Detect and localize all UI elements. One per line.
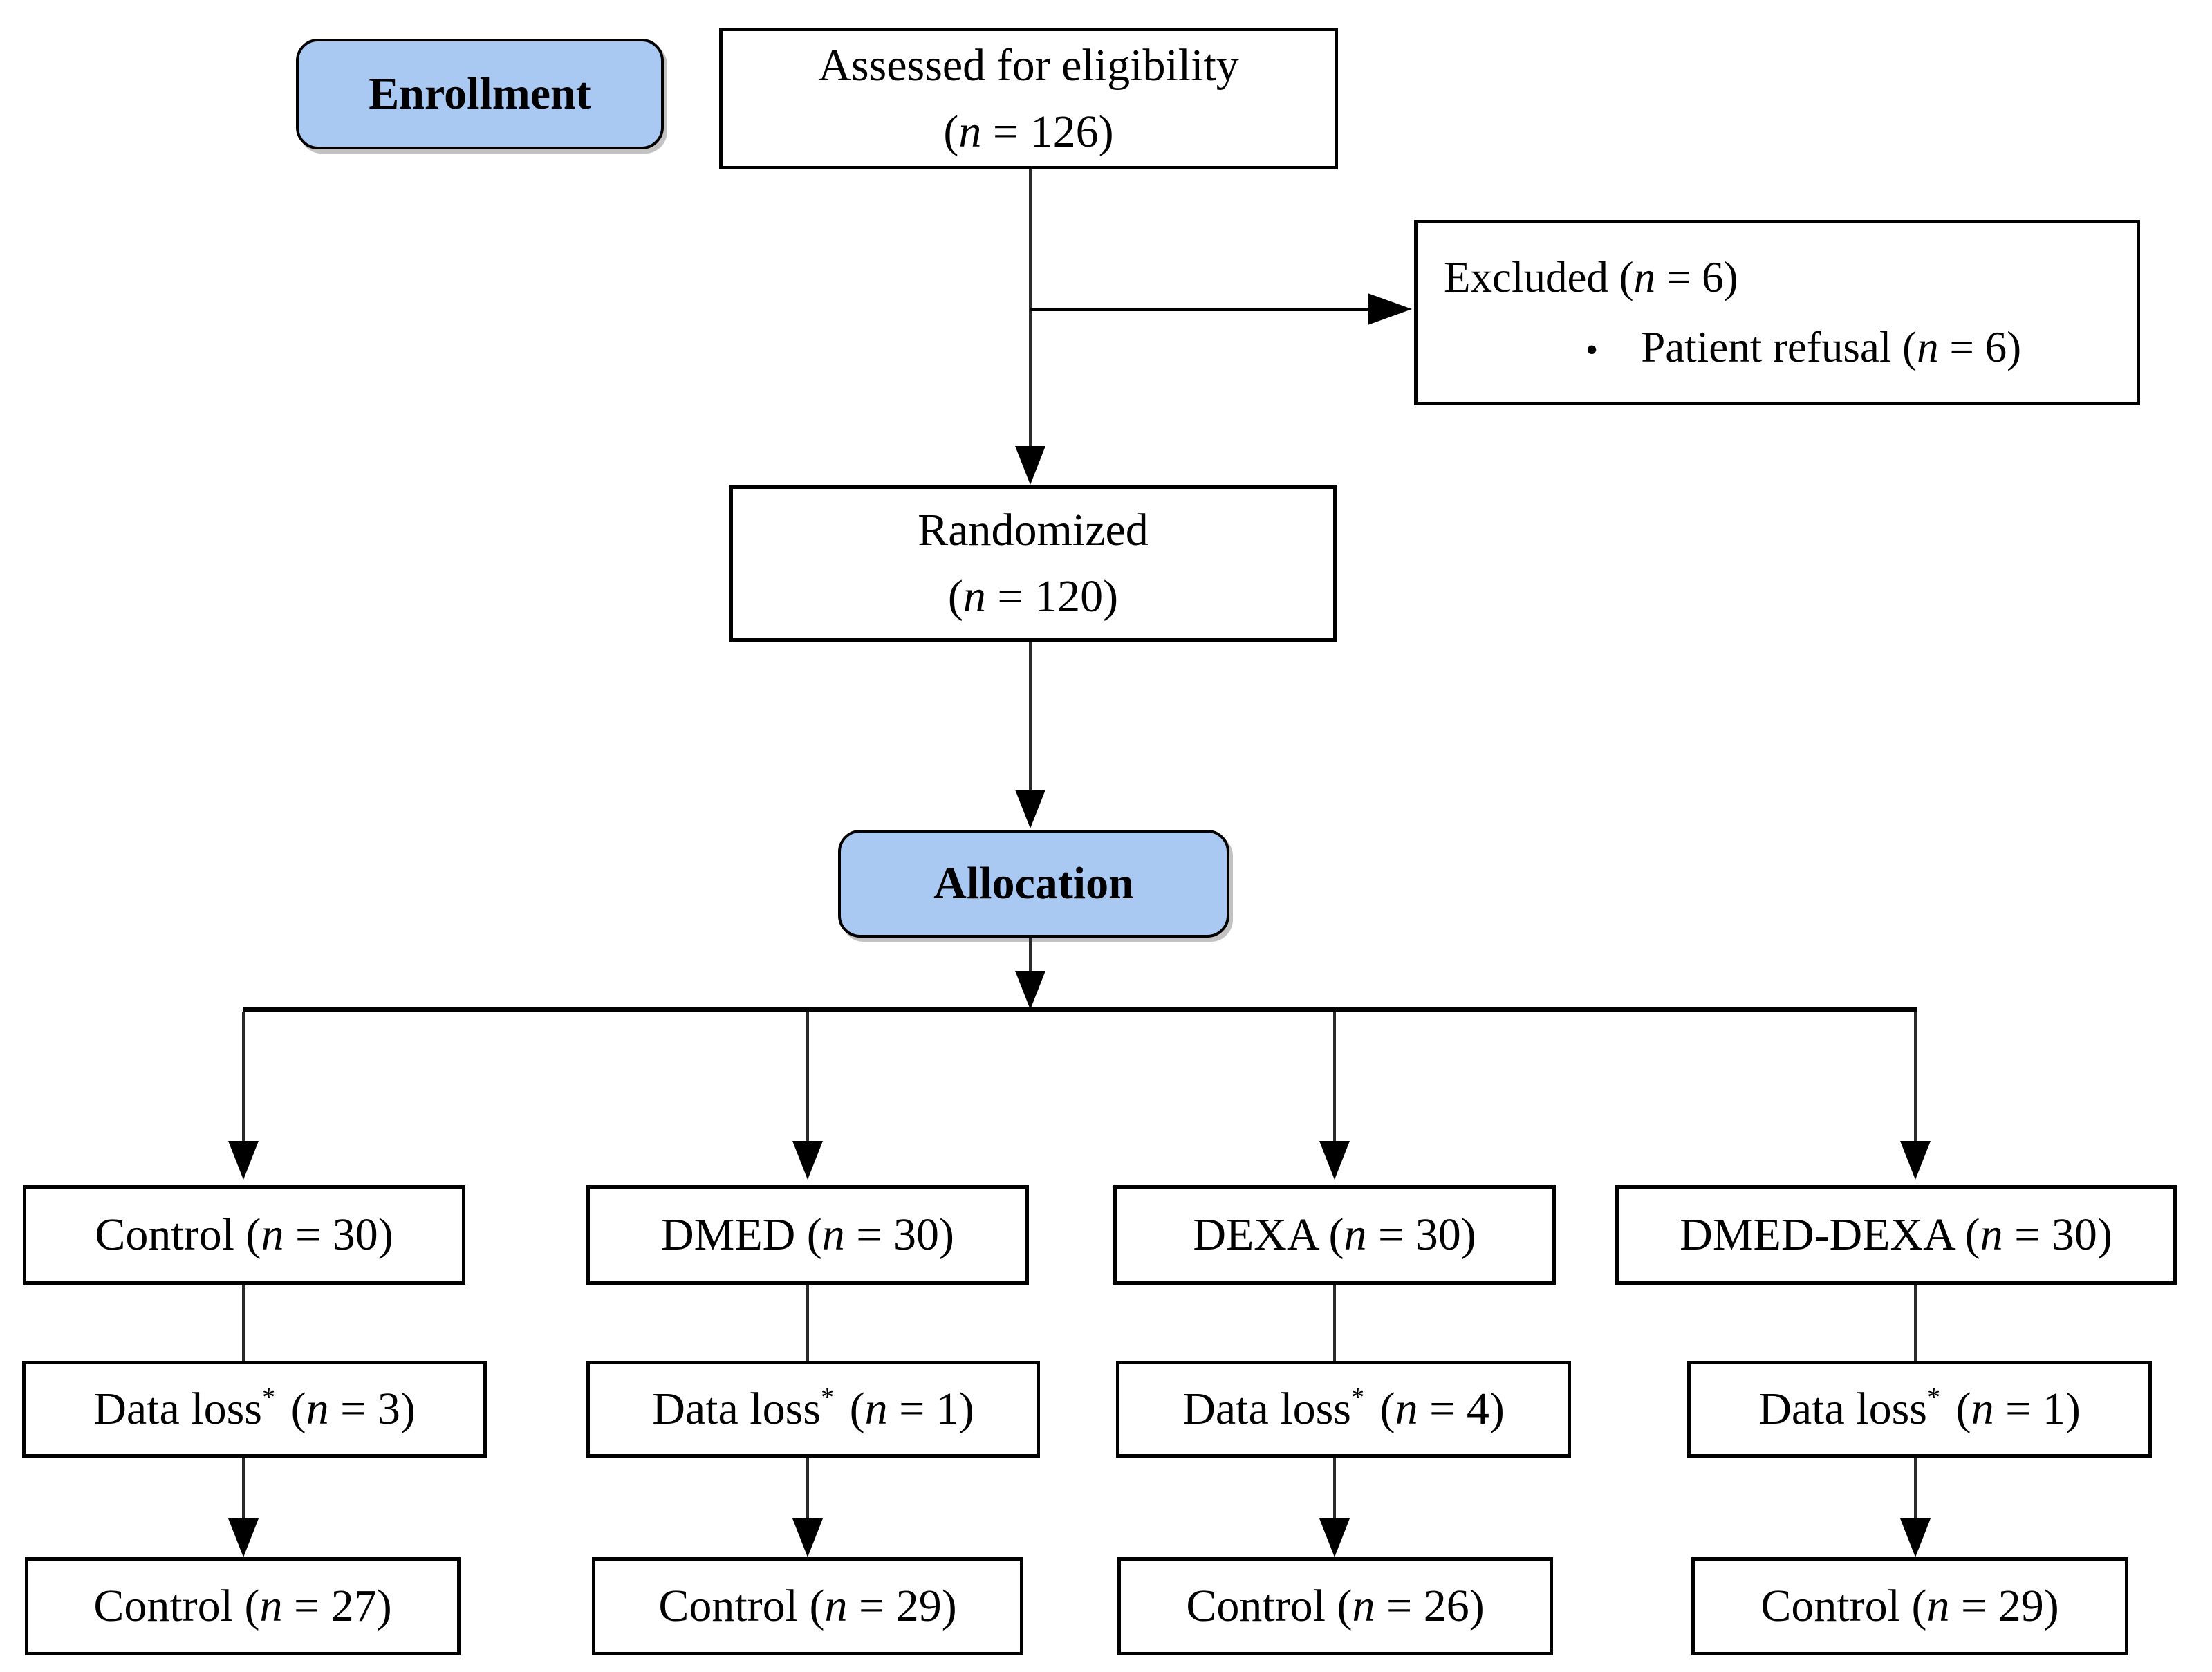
connector-allocated-to-loss-4 — [1914, 1285, 1917, 1361]
connector-allocated-to-loss-2 — [806, 1285, 809, 1361]
excluded-title: Excluded (n = 6) — [1444, 253, 1738, 302]
randomized-line1: Randomized — [918, 505, 1149, 556]
arm-data-loss-label: Data loss* (n = 3) — [93, 1382, 416, 1435]
arm-data-loss-box-4: Data loss* (n = 1) — [1687, 1361, 2152, 1458]
arm-data-loss-label: Data loss* (n = 1) — [1758, 1382, 2081, 1435]
arm-final-label: Control (n = 29) — [1760, 1581, 2059, 1632]
arm-allocated-label: DMED-DEXA (n = 30) — [1680, 1209, 2112, 1261]
arm-data-loss-label: Data loss* (n = 1) — [652, 1382, 974, 1435]
assessed-line1: Assessed for eligibility — [818, 39, 1239, 91]
arm-data-loss-box-3: Data loss* (n = 4) — [1116, 1361, 1571, 1458]
arrowhead-final-1 — [228, 1518, 259, 1557]
randomized-n: (n = 120) — [947, 571, 1119, 622]
excluded-reason-row: • Patient refusal (n = 6) — [1586, 313, 2021, 382]
connector-loss-to-final-3 — [1333, 1458, 1336, 1523]
connector-branch-to-arm-3 — [1333, 1012, 1336, 1143]
arm-allocated-box-dmed: DMED (n = 30) — [586, 1185, 1029, 1285]
bullet-icon: • — [1586, 331, 1599, 370]
arrowhead-to-branch-line — [1015, 971, 1045, 1010]
connector-loss-to-final-2 — [806, 1458, 809, 1523]
arm-final-box-4: Control (n = 29) — [1691, 1557, 2128, 1655]
arrowhead-to-randomized — [1015, 446, 1045, 485]
arm-final-label: Control (n = 26) — [1186, 1581, 1485, 1632]
arm-final-box-2: Control (n = 29) — [592, 1557, 1023, 1655]
arrowhead-arm-2 — [792, 1141, 823, 1180]
arm-allocated-label: DMED (n = 30) — [660, 1209, 954, 1261]
arrowhead-arm-1 — [228, 1141, 259, 1180]
assessed-n: (n = 126) — [943, 106, 1114, 157]
arm-data-loss-box-1: Data loss* (n = 3) — [22, 1361, 487, 1458]
connector-to-excluded — [1030, 308, 1368, 311]
enrollment-stage-label: Enrollment — [369, 68, 591, 119]
arm-data-loss-box-2: Data loss* (n = 1) — [586, 1361, 1040, 1458]
arm-final-box-3: Control (n = 26) — [1117, 1557, 1553, 1655]
arm-allocated-box-dmed-dexa: DMED-DEXA (n = 30) — [1615, 1185, 2177, 1285]
allocation-stage-label: Allocation — [933, 858, 1134, 909]
arm-allocated-label: DEXA (n = 30) — [1193, 1209, 1476, 1261]
branch-line — [243, 1007, 1917, 1012]
enrollment-stage-pill: Enrollment — [296, 39, 664, 149]
connector-branch-to-arm-1 — [242, 1012, 245, 1143]
arrowhead-arm-4 — [1900, 1141, 1931, 1180]
arm-data-loss-label: Data loss* (n = 4) — [1182, 1382, 1505, 1435]
connector-branch-to-arm-2 — [806, 1012, 809, 1143]
excluded-reason-text: Patient refusal (n = 6) — [1641, 323, 2022, 371]
connector-loss-to-final-1 — [242, 1458, 245, 1523]
connector-allocated-to-loss-1 — [242, 1285, 245, 1361]
arm-final-box-1: Control (n = 27) — [25, 1557, 461, 1655]
assessed-eligibility-box: Assessed for eligibility (n = 126) — [719, 28, 1338, 169]
randomized-box: Randomized (n = 120) — [729, 485, 1337, 642]
arm-allocated-box-dexa: DEXA (n = 30) — [1113, 1185, 1556, 1285]
arm-final-label: Control (n = 29) — [658, 1581, 957, 1632]
allocation-stage-pill: Allocation — [838, 830, 1229, 938]
arrowhead-final-4 — [1900, 1518, 1931, 1557]
connector-allocation-to-branch — [1029, 938, 1032, 974]
arrowhead-to-allocation — [1015, 790, 1045, 828]
arm-allocated-label: Control (n = 30) — [95, 1209, 393, 1261]
connector-allocated-to-loss-3 — [1333, 1285, 1336, 1361]
connector-randomized-to-allocation — [1029, 642, 1032, 790]
arrowhead-final-3 — [1319, 1518, 1350, 1557]
connector-loss-to-final-4 — [1914, 1458, 1917, 1523]
arm-allocated-box-control: Control (n = 30) — [23, 1185, 465, 1285]
arrowhead-arm-3 — [1319, 1141, 1350, 1180]
excluded-box: Excluded (n = 6) • Patient refusal (n = … — [1414, 220, 2140, 405]
arm-final-label: Control (n = 27) — [93, 1581, 392, 1632]
arrowhead-to-excluded — [1368, 293, 1412, 325]
connector-branch-to-arm-4 — [1914, 1012, 1917, 1143]
arrowhead-final-2 — [792, 1518, 823, 1557]
